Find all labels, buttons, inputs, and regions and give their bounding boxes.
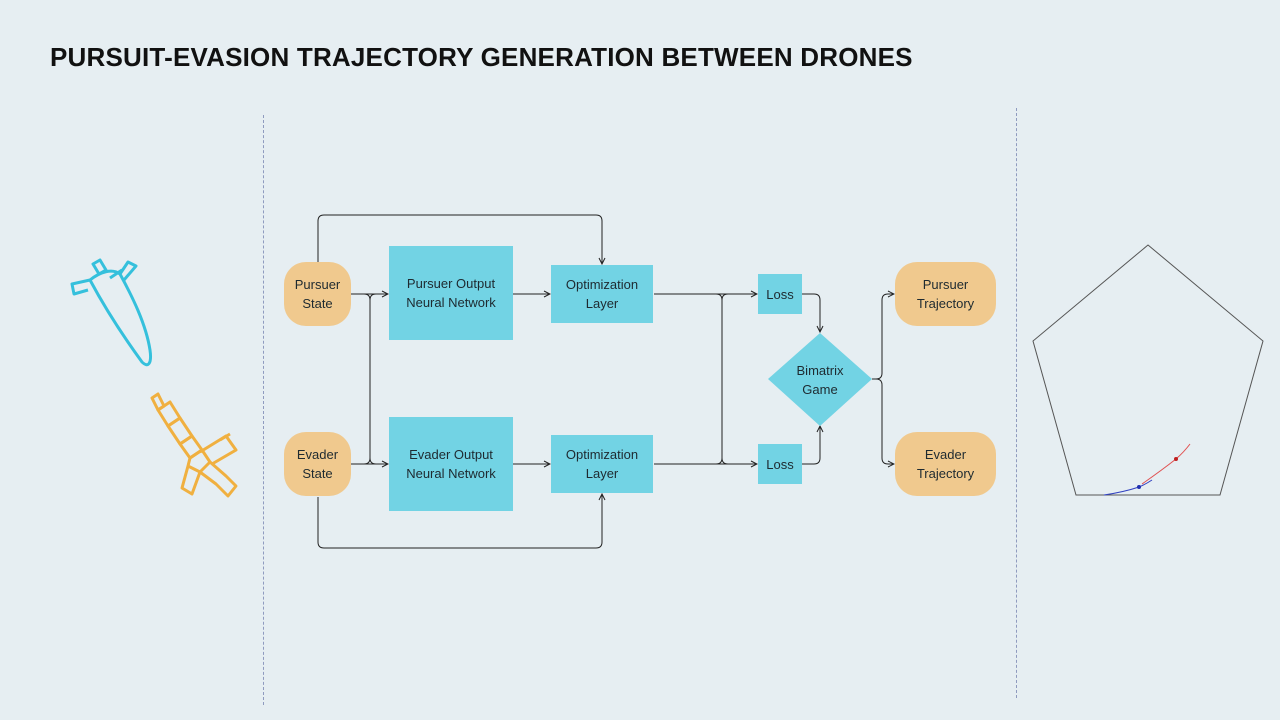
- page-title: PURSUIT-EVASION TRAJECTORY GENERATION BE…: [50, 42, 913, 72]
- evader-optimization-label: Optimization Layer: [565, 447, 639, 481]
- pursuer-state-label: Pursuer State: [294, 277, 341, 311]
- right-divider: [1016, 108, 1017, 698]
- evader-network-label: Evader Output Neural Network: [406, 447, 496, 481]
- pursuer-optimization-node: Optimization Layer: [551, 265, 653, 323]
- bimatrix-game-node: Bimatrix Game: [768, 333, 872, 426]
- evader-loss-label: Loss: [766, 456, 794, 472]
- pursuer-drone-icon: [70, 258, 152, 367]
- bimatrix-game-label: Bimatrix Game: [796, 362, 844, 397]
- pursuer-loss-label: Loss: [766, 286, 794, 302]
- pursuer-trajectory-label: Pursuer Trajectory: [916, 277, 975, 311]
- evader-state-node: Evader State: [284, 432, 351, 496]
- evader-trajectory-node: Evader Trajectory: [895, 432, 996, 496]
- evader-network-node: Evader Output Neural Network: [389, 417, 513, 511]
- pursuer-network-label: Pursuer Output Neural Network: [406, 276, 496, 310]
- evader-state-label: Evader State: [296, 447, 339, 481]
- pursuer-network-node: Pursuer Output Neural Network: [389, 246, 513, 340]
- pursuer-state-node: Pursuer State: [284, 262, 351, 326]
- pursuer-optimization-label: Optimization Layer: [565, 277, 639, 311]
- evader-loss-node: Loss: [758, 444, 802, 484]
- evader-optimization-node: Optimization Layer: [551, 435, 653, 493]
- drone-illustration: [70, 258, 238, 498]
- pursuer-loss-node: Loss: [758, 274, 802, 314]
- evader-drone-icon: [150, 392, 238, 498]
- evader-trajectory-label: Evader Trajectory: [916, 447, 975, 481]
- evader-position-marker: [1137, 485, 1141, 489]
- arena-boundary: [1032, 244, 1264, 496]
- left-divider: [263, 115, 264, 705]
- pursuer-trajectory-node: Pursuer Trajectory: [895, 262, 996, 326]
- pursuer-path: [1141, 443, 1191, 485]
- pursuer-position-marker: [1174, 457, 1178, 461]
